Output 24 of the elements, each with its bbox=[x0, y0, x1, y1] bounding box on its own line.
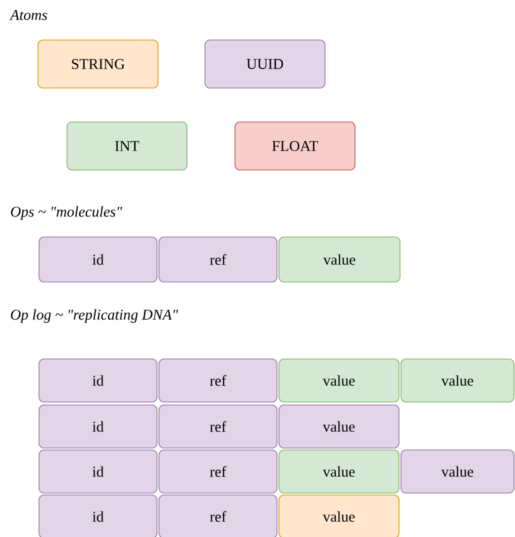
type-box: id bbox=[38, 404, 158, 448]
type-box: ref bbox=[158, 450, 278, 494]
section-heading: Op log ~ "replicating DNA" bbox=[10, 309, 178, 323]
type-box: FLOAT bbox=[234, 122, 356, 170]
type-box: id bbox=[38, 358, 158, 402]
type-box: value bbox=[400, 450, 514, 494]
type-box: ref bbox=[158, 236, 278, 282]
type-box: id bbox=[38, 236, 158, 282]
type-box: ref bbox=[158, 404, 278, 448]
type-box: STRING bbox=[38, 40, 158, 88]
type-box: value bbox=[278, 494, 400, 537]
type-box: value bbox=[400, 358, 514, 402]
type-box: INT bbox=[66, 122, 188, 170]
type-box: id bbox=[38, 450, 158, 494]
type-box: ref bbox=[158, 358, 278, 402]
section-heading: Ops ~ "molecules" bbox=[10, 206, 122, 220]
type-box: ref bbox=[158, 494, 278, 537]
type-box: value bbox=[278, 450, 400, 494]
section-heading: Atoms bbox=[9, 10, 48, 20]
type-box: UUID bbox=[204, 40, 326, 88]
type-box: value bbox=[278, 358, 400, 402]
type-box: value bbox=[278, 404, 400, 448]
type-box: value bbox=[278, 236, 400, 282]
type-box: id bbox=[38, 494, 158, 537]
